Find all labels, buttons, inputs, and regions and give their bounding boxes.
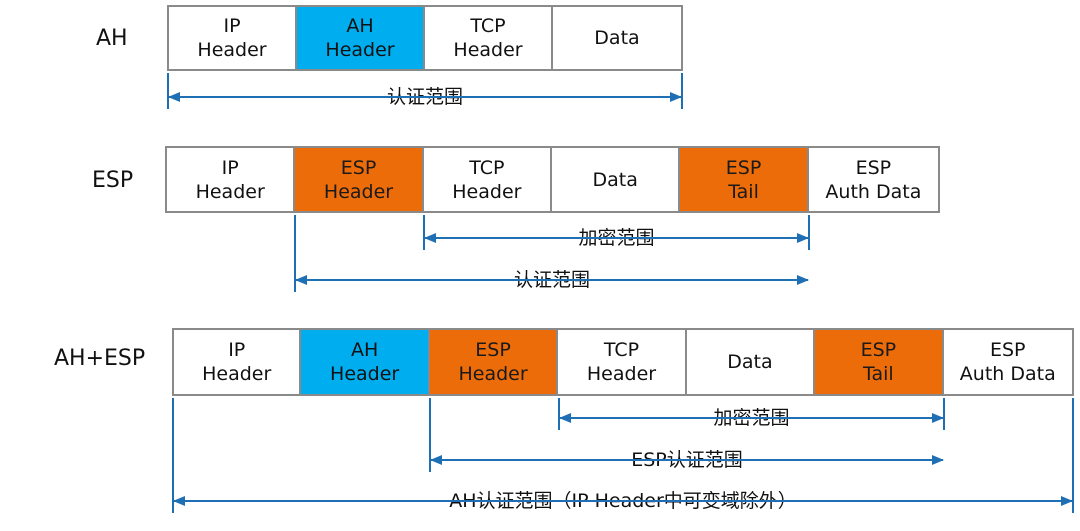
- packet-field: ESP Tail: [680, 148, 809, 211]
- packet-field: ESP Tail: [815, 330, 944, 394]
- packet-field: ESP Header: [295, 148, 424, 211]
- packet-field: ESP Auth Data: [808, 148, 939, 211]
- mode-label-esp: ESP: [92, 168, 134, 193]
- packet-field: TCP Header: [423, 148, 553, 211]
- packet-field: Data: [686, 330, 816, 394]
- mode-label-ah: AH: [96, 26, 128, 51]
- packet-field: IP Header: [169, 7, 297, 69]
- packet-field: Data: [553, 7, 681, 69]
- packet-field: IP Header: [174, 330, 302, 394]
- packet-field: TCP Header: [425, 7, 553, 69]
- mode-label-ah-esp: AH+ESP: [54, 346, 146, 371]
- packet-field: IP Header: [167, 148, 296, 211]
- packet-field: Data: [552, 148, 681, 211]
- packet-field: TCP Header: [558, 330, 687, 394]
- packet-field: ESP Auth Data: [943, 330, 1072, 394]
- packet-field: ESP Header: [429, 330, 559, 394]
- packet-field: AH Header: [297, 7, 425, 69]
- packet-field: AH Header: [301, 330, 430, 394]
